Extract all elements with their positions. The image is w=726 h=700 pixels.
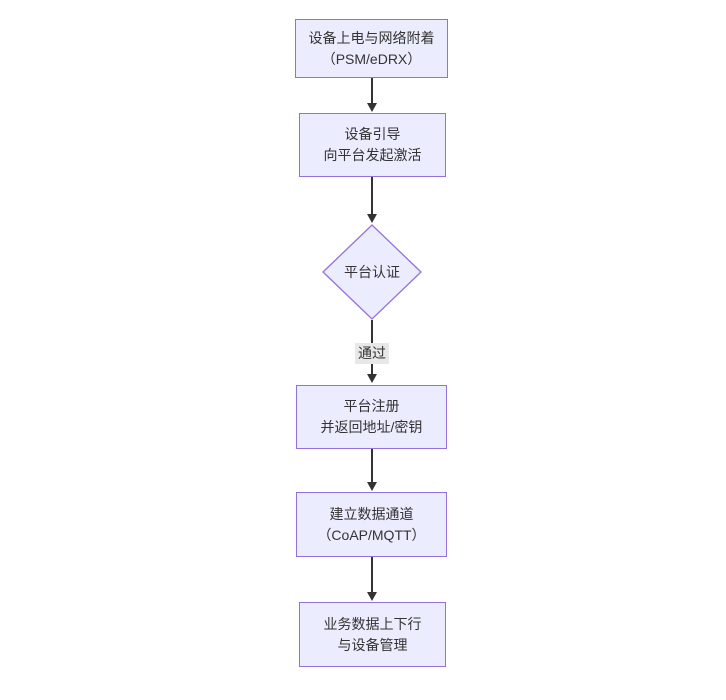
node-text-line: 平台认证 [344,264,400,280]
flow-arrow-line [371,177,373,214]
edge-label-pass: 通过 [355,343,389,364]
node-business-data: 业务数据上下行 与设备管理 [299,602,446,667]
arrowhead-icon [367,214,377,223]
node-data-channel: 建立数据通道 （CoAP/MQTT） [296,492,447,557]
flow-arrow-line [371,449,373,482]
diamond-shape [322,224,422,320]
node-text-line: （PSM/eDRX） [321,50,422,67]
node-text-line: 向平台发起激活 [323,147,422,163]
flow-arrow-line [371,557,373,592]
flow-arrow-line [371,78,373,104]
arrowhead-icon [367,103,377,112]
node-text-line: 与设备管理 [337,636,408,653]
node-platform-register: 平台注册 并返回地址/密钥 [296,385,447,449]
arrowhead-icon [367,592,377,601]
node-text-line: 设备引导 [344,126,401,142]
node-power-network-attach: 设备上电与网络附着 （PSM/eDRX） [295,19,448,78]
node-text-line: 业务数据上下行 [323,615,422,632]
arrowhead-icon [367,482,377,491]
arrowhead-icon [367,374,377,383]
node-text-line: 并返回地址/密钥 [320,419,423,435]
node-platform-auth-decision: 平台认证 [322,224,422,320]
node-text-line: 平台注册 [343,398,400,414]
node-text-line: （CoAP/MQTT） [317,526,426,543]
node-text-line: 设备上电与网络附着 [308,29,435,46]
node-text-line: 建立数据通道 [329,505,414,522]
node-device-bootstrap: 设备引导 向平台发起激活 [299,113,446,177]
